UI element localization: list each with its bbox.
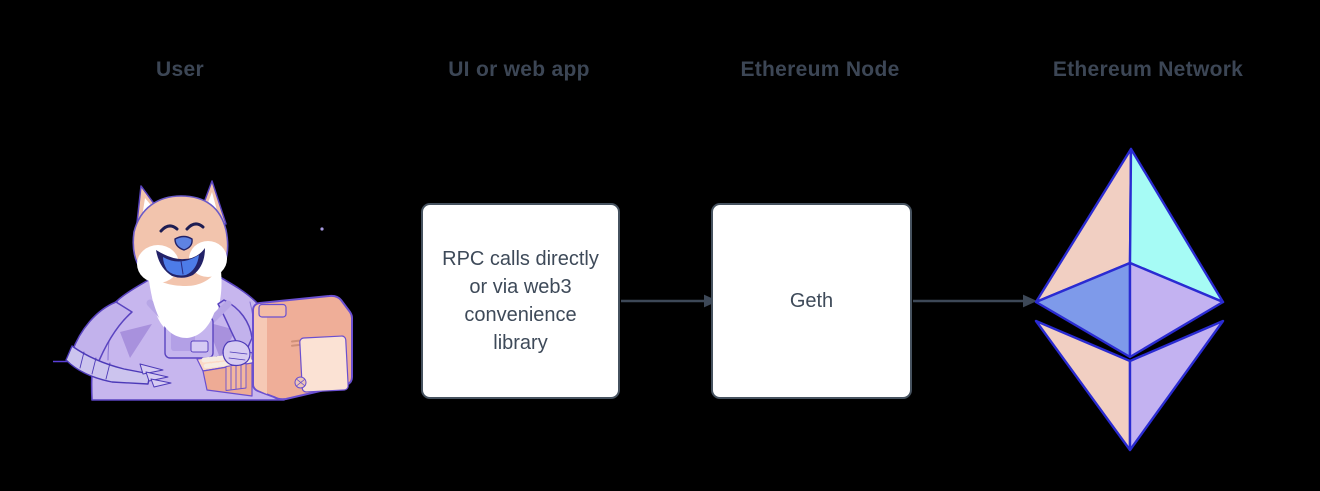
rpc-calls-box: RPC calls directly or via web3 convenien… [421, 203, 620, 399]
rpc-box-line: RPC calls directly [442, 248, 599, 270]
eth-face-low-right [1128, 319, 1225, 452]
rpc-box-line: convenience [464, 304, 577, 326]
doge-tongue [163, 255, 199, 276]
doge-head [132, 180, 229, 338]
geth-box: Geth [711, 203, 912, 399]
sparkle-dot [320, 227, 324, 231]
rpc-box-line: or via web3 [469, 276, 572, 298]
geth-box-label: Geth [789, 290, 834, 312]
doge-astronaut-illustration [65, 180, 353, 401]
doge-left-gauntlet [65, 345, 151, 385]
doge-chin [148, 266, 221, 338]
ui-or-web-app-label: UI or web app [448, 58, 590, 81]
computer-illustration [196, 294, 353, 401]
flow-arrow-ui-to-node [621, 294, 718, 308]
eth-face-mid-right [1128, 261, 1225, 359]
ethereum-network-label: Ethereum Network [1052, 58, 1244, 81]
doge-eyes [159, 222, 205, 233]
ethereum-logo-icon [1034, 147, 1225, 452]
doge-nose [174, 235, 193, 251]
arrowhead-icon [1023, 294, 1037, 308]
user-label: User [156, 58, 204, 81]
ethereum-node-label: Ethereum Node [740, 58, 900, 81]
flow-arrow-node-to-network [913, 294, 1037, 308]
rpc-box-line: library [493, 332, 548, 354]
